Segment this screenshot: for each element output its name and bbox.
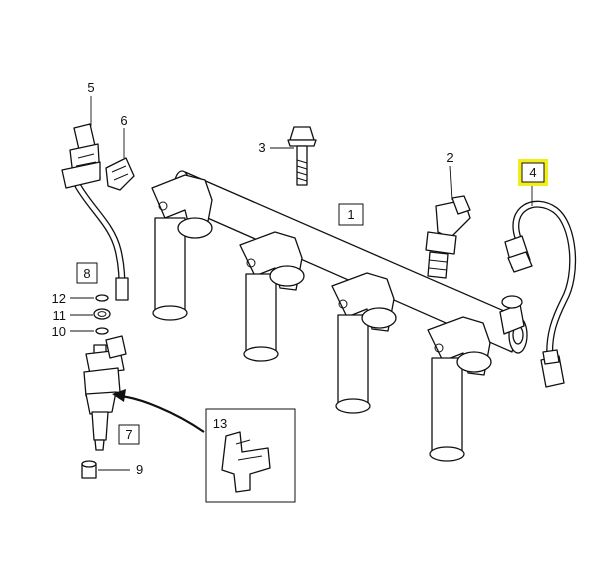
- callout-6: 6: [120, 113, 127, 128]
- callout-12: 12: [52, 291, 66, 306]
- callout-3: 3: [258, 140, 265, 155]
- callout-10: 10: [52, 324, 66, 339]
- o-ring-upper[interactable]: [95, 294, 109, 302]
- callout-8: 8: [83, 266, 90, 281]
- callout-7: 7: [125, 427, 132, 442]
- harness-clip[interactable]: [105, 157, 135, 191]
- leader-lines: [70, 96, 533, 471]
- seal-ring[interactable]: [93, 308, 111, 320]
- detail-arrowhead: [112, 389, 126, 402]
- injector-cap[interactable]: [81, 460, 97, 479]
- fuel-pressure-pipe[interactable]: [504, 200, 577, 388]
- retaining-clip[interactable]: [221, 431, 271, 493]
- detail-box-retaining-clip: [205, 408, 296, 503]
- callout-9: 9: [136, 462, 143, 477]
- callout-1: 1: [347, 207, 354, 222]
- detail-arrow: [119, 394, 205, 433]
- fuel-rail[interactable]: [151, 170, 528, 462]
- fuel-pressure-sensor[interactable]: [425, 195, 471, 279]
- callout-5: 5: [87, 80, 94, 95]
- callout-11: 11: [53, 308, 67, 323]
- injector-wiring-harness[interactable]: [61, 123, 129, 301]
- mounting-bolt[interactable]: [287, 126, 317, 186]
- fuel-injector[interactable]: [83, 335, 127, 451]
- callout-2: 2: [446, 150, 453, 165]
- callout-4: 4: [529, 165, 536, 180]
- callout-13: 13: [213, 416, 227, 431]
- o-ring-lower[interactable]: [95, 327, 109, 335]
